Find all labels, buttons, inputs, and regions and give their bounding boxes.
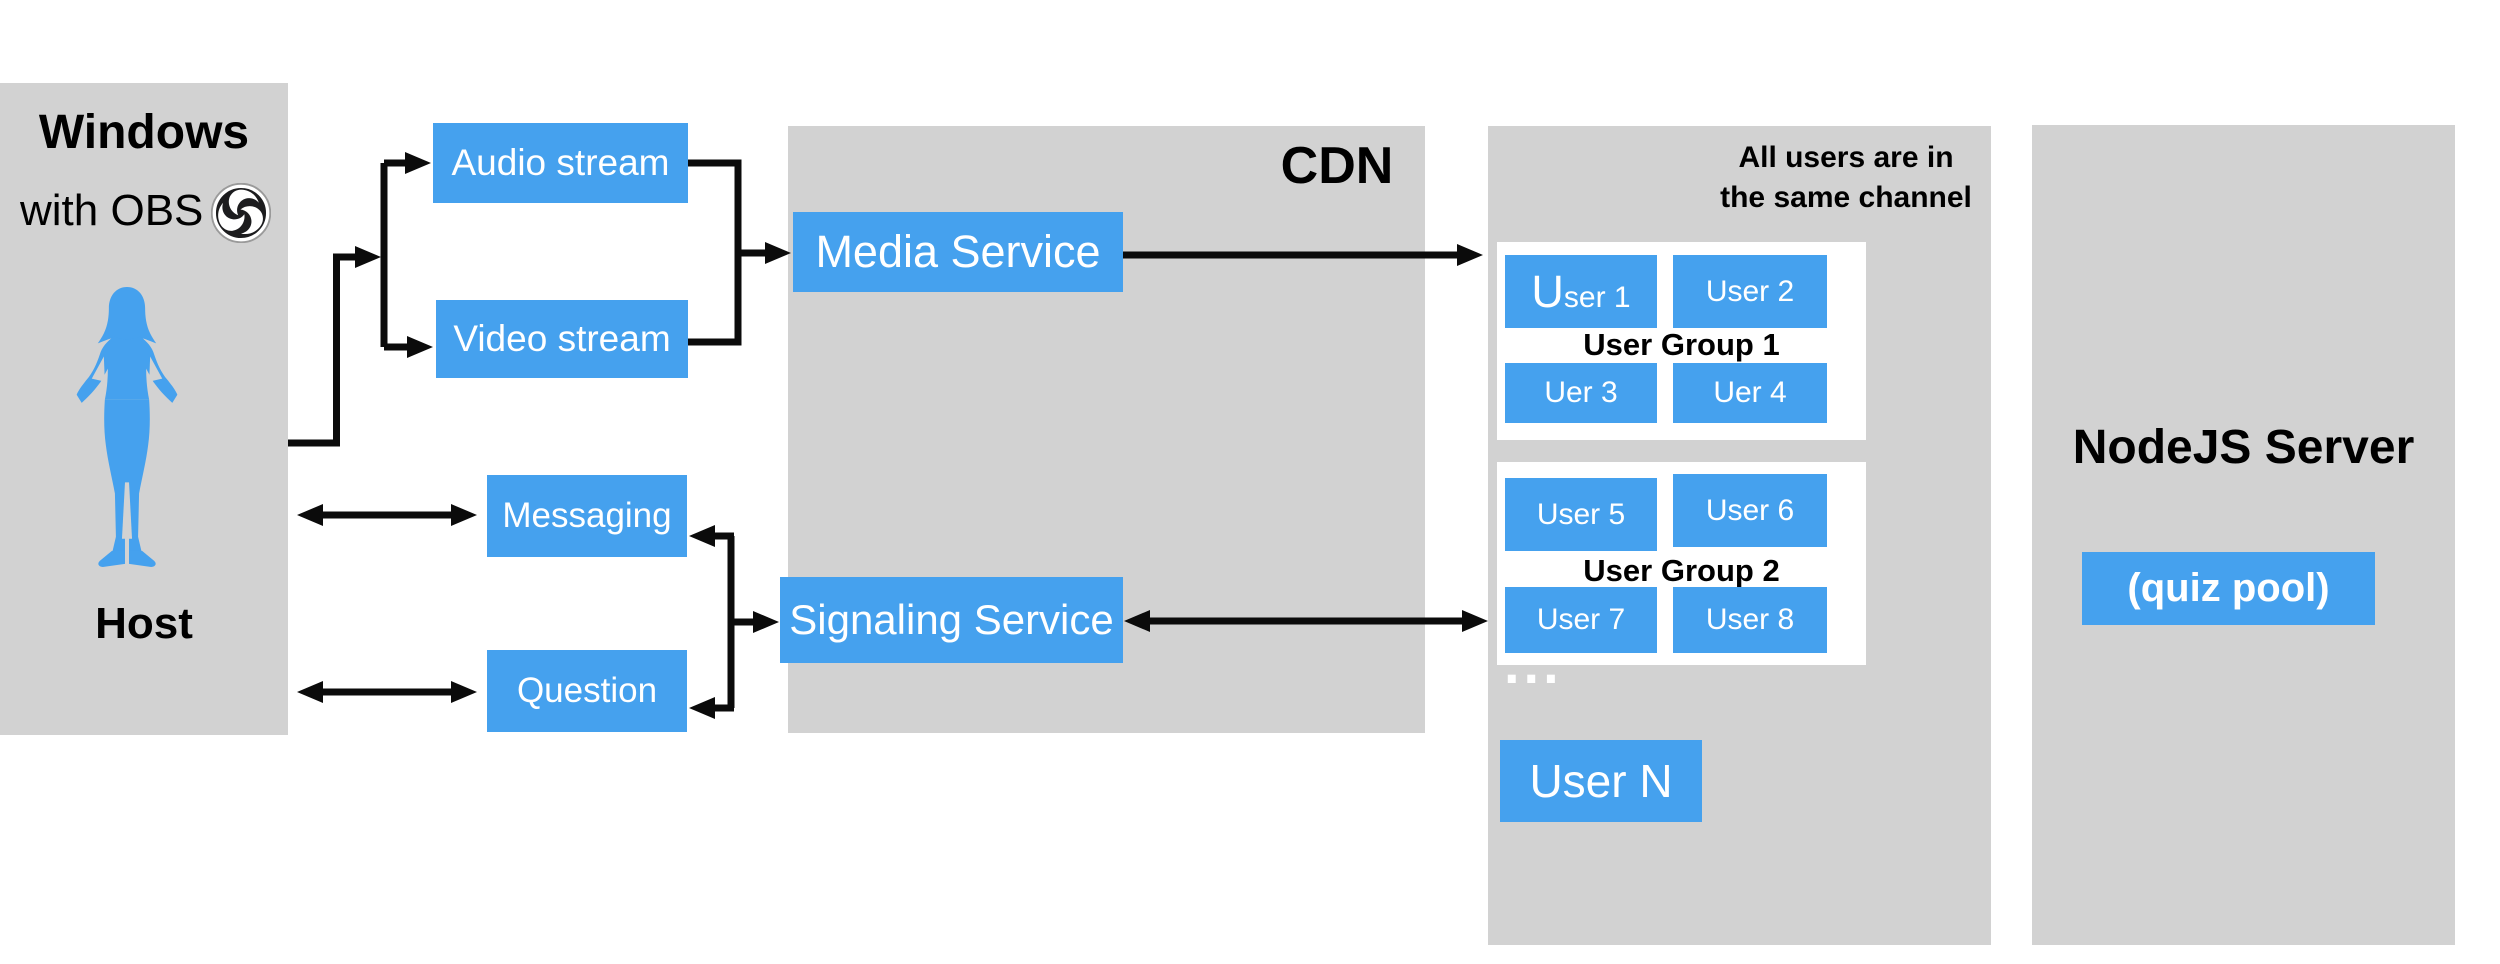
host-panel-subtitle: with OBS [20,186,204,235]
host-to-splitter-line [288,253,356,447]
streams-join-line [688,159,742,346]
user-2-box: User 2 [1673,255,1827,328]
host-label: Host [95,599,193,648]
user-1-box: User 1 [1505,255,1657,328]
user-7-box: User 7 [1505,587,1657,653]
cdn-panel: CDN Media Service Signaling Service [780,126,1425,733]
user-8-box: User 8 [1673,587,1827,653]
user-n-box: User N [1500,740,1702,822]
host-panel: Windows with OBS Host [0,83,288,735]
users-caption-line1: All users are in [1738,141,1954,174]
nodejs-title: NodeJS Server [2072,421,2415,474]
user-6-box: User 6 [1673,474,1827,547]
user-4-box: Uer 4 [1673,363,1827,423]
media-service-box: Media Service [793,212,1123,292]
user-group-2-panel: User 5 User 6 User Group 2 User 7 User 8 [1497,462,1866,665]
user-group-2-label: User Group 2 [1583,553,1780,588]
user-group-1-panel: User 1 User 2 User Group 1 Uer 3 Uer 4 [1497,242,1866,440]
users-caption-line2: the same channel [1720,181,1972,214]
arrowhead-into-messaging [689,525,715,547]
messaging-box: Messaging [487,475,687,557]
users-caption: All users are in the same channel [1696,138,1996,218]
user-5-box: User 5 [1505,478,1657,551]
user-3-box: Uer 3 [1505,363,1657,423]
question-box: Question [487,650,687,732]
cdn-label: CDN [1280,137,1394,195]
users-panel: All users are in the same channel User 1… [1488,126,1991,945]
user-1-label: User 1 [1531,265,1631,317]
video-stream-box: Video stream [436,300,688,378]
arrowhead-into-users [1457,244,1483,266]
arrowhead-into-splitter [355,246,381,268]
arrowhead-into-signaling [753,611,779,633]
arrowhead-into-audio [405,152,431,174]
arrowhead-into-video [407,336,433,358]
host-woman-silhouette [76,287,178,567]
nodejs-panel: NodeJS Server (quiz pool) [2032,125,2455,945]
audio-stream-box: Audio stream [433,123,688,203]
host-panel-title: Windows [38,106,250,159]
obs-logo-icon [211,183,271,243]
quiz-pool-box: (quiz pool) [2082,552,2375,625]
arrowhead-into-question [689,697,715,719]
signaling-service-box: Signaling Service [780,577,1123,663]
obs-blades [218,189,263,234]
user-group-1-label: User Group 1 [1583,327,1780,362]
